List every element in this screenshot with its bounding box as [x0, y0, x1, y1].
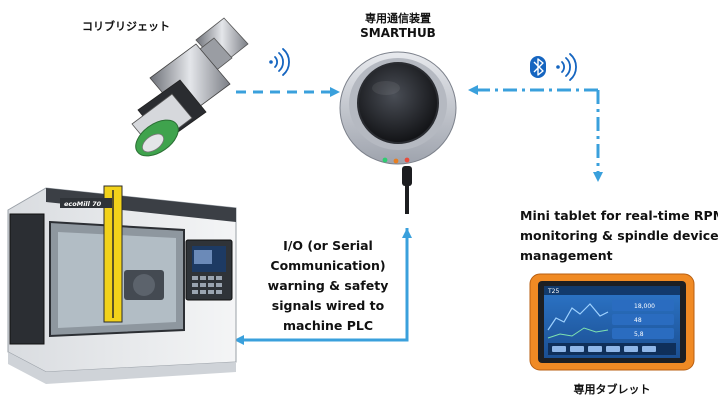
smarthub-device — [339, 51, 457, 214]
tablet-caption: 専用タブレット — [574, 382, 651, 396]
tablet-value-2: 48 — [634, 317, 642, 324]
status-led-red — [404, 157, 410, 163]
status-led-green — [382, 157, 388, 163]
wireless-signal-icon-tablet — [556, 53, 577, 81]
mini-tablet: T25 18,000 48 5,8 — [529, 273, 695, 371]
plc-description-line: machine PLC — [282, 318, 374, 333]
plc-description-line: warning & safety — [267, 278, 389, 293]
tablet-screen-header: T25 — [547, 288, 559, 295]
cnc-machine: ecoMill 70 — [7, 185, 237, 384]
status-led-orange — [393, 158, 399, 164]
plc-description-line: signals wired to — [271, 298, 385, 313]
wireless-signal-icon — [269, 48, 290, 76]
tablet-value-3: 5,8 — [634, 331, 644, 338]
hub-title-jp: 専用通信装置 — [365, 11, 431, 25]
spindle-tool-holder — [131, 17, 249, 157]
tablet-description: Mini tablet for real-time RPM monitoring… — [520, 206, 718, 266]
bluetooth-icon — [530, 56, 546, 78]
tablet-description-line: monitoring & spindle device — [520, 228, 718, 243]
machine-badge: ecoMill 70 — [64, 200, 102, 208]
plc-description-line: Communication) — [270, 258, 386, 273]
tablet-description-line: management — [520, 248, 613, 263]
tablet-description-line: Mini tablet for real-time RPM — [520, 208, 718, 223]
plc-description: I/O (or Serial Communication) warning & … — [262, 236, 394, 336]
tablet-value-rpm: 18,000 — [634, 303, 655, 310]
hub-title: SMARTHUB — [360, 26, 436, 40]
plc-description-line: I/O (or Serial — [283, 238, 373, 253]
holder-label: コリブリジェット — [82, 19, 170, 33]
